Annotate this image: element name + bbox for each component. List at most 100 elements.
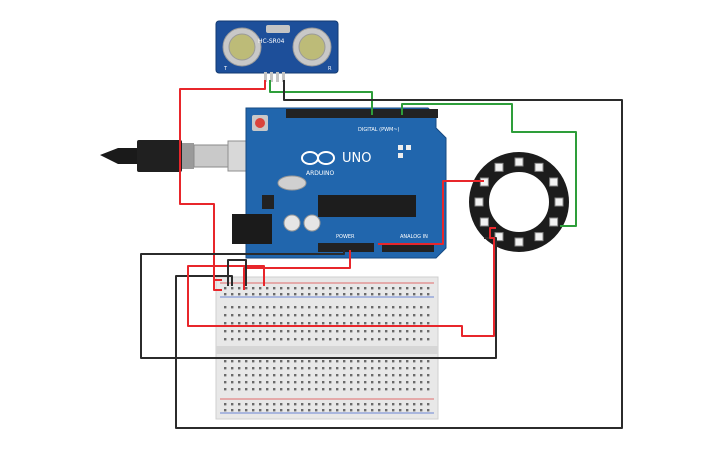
breadboard-hole — [224, 314, 227, 317]
breadboard-hole — [385, 287, 388, 290]
breadboard-hole — [273, 314, 276, 317]
breadboard-hole — [259, 338, 262, 341]
breadboard-hole — [371, 306, 374, 309]
breadboard-hole — [385, 360, 388, 363]
breadboard-hole — [357, 287, 360, 290]
breadboard-hole — [266, 388, 269, 391]
breadboard-hole — [413, 306, 416, 309]
breadboard-hole — [427, 360, 430, 363]
breadboard-hole — [315, 314, 318, 317]
breadboard-hole — [420, 293, 423, 296]
breadboard-hole — [238, 330, 241, 333]
breadboard-hole — [322, 306, 325, 309]
breadboard-hole — [364, 367, 367, 370]
analog-header-label: ANALOG IN — [400, 234, 428, 240]
breadboard-hole — [231, 409, 234, 412]
regulator — [262, 195, 274, 209]
breadboard-hole — [357, 314, 360, 317]
breadboard-hole — [280, 322, 283, 325]
breadboard-hole — [273, 287, 276, 290]
breadboard-hole — [427, 374, 430, 377]
breadboard-hole — [385, 403, 388, 406]
breadboard-hole — [392, 306, 395, 309]
breadboard-hole — [364, 314, 367, 317]
breadboard-hole — [259, 360, 262, 363]
breadboard-hole — [322, 360, 325, 363]
breadboard-hole — [245, 330, 248, 333]
breadboard-hole — [294, 287, 297, 290]
breadboard-hole — [259, 293, 262, 296]
breadboard-hole — [259, 287, 262, 290]
breadboard-hole — [287, 322, 290, 325]
breadboard-hole — [413, 314, 416, 317]
breadboard-hole — [406, 306, 409, 309]
atmega-chip — [318, 195, 416, 217]
breadboard-hole — [350, 322, 353, 325]
breadboard-hole — [252, 322, 255, 325]
breadboard-hole — [329, 314, 332, 317]
breadboard-hole — [378, 388, 381, 391]
breadboard-hole — [252, 403, 255, 406]
breadboard-hole — [301, 287, 304, 290]
breadboard-hole — [315, 287, 318, 290]
breadboard-hole — [399, 388, 402, 391]
breadboard-hole — [315, 360, 318, 363]
arduino-logo-icon — [301, 151, 335, 165]
breadboard-hole — [266, 306, 269, 309]
breadboard-hole — [259, 306, 262, 309]
power-header — [318, 243, 374, 252]
arduino-uno-board: ARDUINO UNO DIGITAL (PWM~) POWER ANALOG … — [232, 107, 447, 259]
breadboard-hole — [385, 367, 388, 370]
neopixel-led — [534, 162, 544, 172]
breadboard-hole — [252, 409, 255, 412]
breadboard-hole — [406, 287, 409, 290]
breadboard-hole — [329, 374, 332, 377]
digital-header — [286, 109, 438, 118]
neopixel-led — [474, 197, 484, 207]
breadboard-hole — [399, 409, 402, 412]
breadboard-hole — [406, 388, 409, 391]
breadboard-hole — [350, 403, 353, 406]
breadboard-hole — [294, 360, 297, 363]
breadboard-hole — [259, 330, 262, 333]
breadboard-hole — [371, 388, 374, 391]
breadboard-hole — [301, 388, 304, 391]
breadboard-hole — [343, 374, 346, 377]
breadboard-hole — [224, 403, 227, 406]
neopixel-led — [494, 162, 504, 172]
breadboard-hole — [420, 388, 423, 391]
breadboard-hole — [336, 293, 339, 296]
breadboard-hole — [315, 330, 318, 333]
breadboard-hole — [413, 388, 416, 391]
breadboard-hole — [357, 293, 360, 296]
breadboard-hole — [280, 367, 283, 370]
breadboard-hole — [378, 338, 381, 341]
breadboard-hole — [329, 403, 332, 406]
breadboard-hole — [336, 409, 339, 412]
breadboard-hole — [287, 314, 290, 317]
breadboard-hole — [371, 360, 374, 363]
breadboard-hole — [308, 306, 311, 309]
breadboard-hole — [231, 388, 234, 391]
breadboard-hole — [357, 374, 360, 377]
breadboard-hole — [343, 338, 346, 341]
breadboard-hole — [329, 306, 332, 309]
breadboard-hole — [301, 360, 304, 363]
breadboard-hole — [413, 403, 416, 406]
breadboard-hole — [252, 360, 255, 363]
breadboard-hole — [224, 409, 227, 412]
breadboard-hole — [343, 388, 346, 391]
breadboard-hole — [231, 338, 234, 341]
breadboard-hole — [280, 314, 283, 317]
breadboard-hole — [406, 293, 409, 296]
breadboard-hole — [364, 338, 367, 341]
power-jack — [232, 214, 272, 244]
breadboard-hole — [385, 314, 388, 317]
wire-black-loop — [227, 259, 247, 286]
breadboard-hole — [385, 338, 388, 341]
breadboard-hole — [245, 322, 248, 325]
breadboard-hole — [357, 403, 360, 406]
neopixel-led — [479, 217, 489, 227]
wire-red-neopixel-return — [187, 227, 496, 337]
neopixel-led — [549, 217, 559, 227]
